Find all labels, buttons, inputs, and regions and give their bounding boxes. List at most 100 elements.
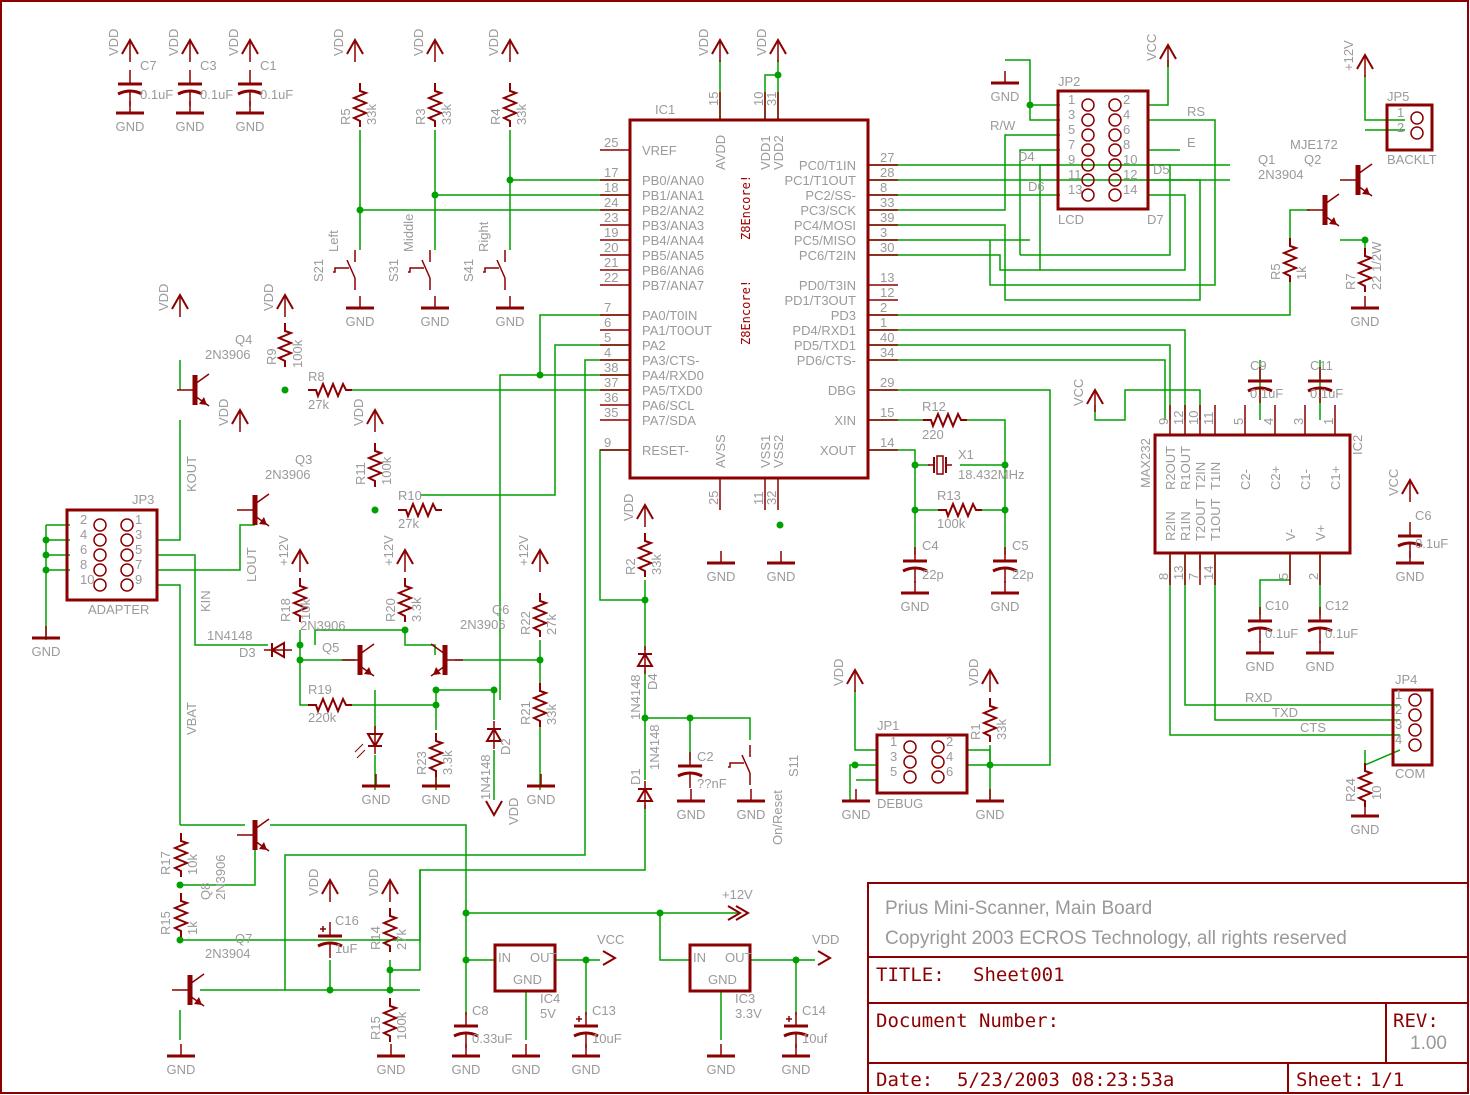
regulator-pin-in: IN <box>498 950 511 965</box>
part-r13-resistor <box>938 501 982 519</box>
part-c9-value: 0.1uF <box>1250 386 1283 401</box>
switch-actuator <box>408 267 424 273</box>
symbols <box>32 37 1434 1058</box>
part-r24-ref: R24 <box>1343 778 1358 802</box>
power-vdd-symbol <box>241 37 259 62</box>
ic2-ref: IC2 <box>1350 435 1365 455</box>
ic1-pin-name: PA5/TXD0 <box>642 383 702 398</box>
wire <box>157 420 181 541</box>
wire <box>436 689 495 720</box>
ic1-pin-name: PD6/CTS- <box>797 353 856 368</box>
ic1-pin-number: 40 <box>880 330 894 345</box>
wire <box>1214 555 1400 721</box>
ground-label: GND <box>991 599 1020 614</box>
wire <box>1020 164 1171 256</box>
net-label-lout: LOUT <box>244 547 259 582</box>
part-r15-value: 1k <box>185 921 200 935</box>
resistor-zigzag <box>396 578 414 622</box>
ground-symbol <box>842 789 870 803</box>
part-r15-ref: R15 <box>158 911 173 935</box>
wire <box>1148 60 1169 106</box>
ic1-pin-number: 20 <box>604 240 618 255</box>
ic2-pin-name: R2OUT <box>1163 446 1178 490</box>
connector-pin-number: 2 <box>80 512 87 527</box>
junction-dot <box>641 714 649 722</box>
connector-pin <box>1108 113 1122 127</box>
connector-pin-number: 1 <box>135 512 142 527</box>
ic1-pin-name: XOUT <box>820 443 856 458</box>
ic1-pin-name: PB5/ANA5 <box>642 248 704 263</box>
ic1-pin-name: PC3/SCK <box>800 203 856 218</box>
resistor-zigzag <box>172 833 190 877</box>
resistor-zigzag <box>938 501 982 519</box>
ic1-pin-number: 38 <box>604 360 618 375</box>
part-c7-ref: C7 <box>140 58 157 73</box>
power-label: VCC <box>1386 469 1401 496</box>
ic2-pin-name: T2IN <box>1193 462 1208 490</box>
ground-symbol <box>572 1044 600 1058</box>
ic1-pin-name: VSS2 <box>771 435 786 468</box>
connector-pin-number: 2 <box>1123 92 1130 107</box>
power-label: +12V <box>276 535 291 566</box>
ground-label: GND <box>901 599 930 614</box>
connector-pin-number: 3 <box>135 527 142 542</box>
ic1-pin-number: 25 <box>706 491 721 505</box>
ic1-pin-number: 35 <box>604 405 618 420</box>
wire <box>868 134 1060 211</box>
part-r21-resistor <box>531 683 549 727</box>
ic1-pin-number: 11 <box>751 492 766 506</box>
junction-dot <box>432 701 440 709</box>
wire <box>1289 209 1310 240</box>
part-r17-ref: R17 <box>158 851 173 875</box>
part-s41-value: Right <box>476 221 491 252</box>
resistor-zigzag <box>1356 763 1374 807</box>
ic1-pin-number: 19 <box>604 225 618 240</box>
part-r18-value: 10k <box>298 599 313 620</box>
switch-actuator <box>483 267 499 273</box>
ic1-pin-name: PB4/ANA4 <box>642 233 704 248</box>
ic1-pin-name: VSS1 <box>758 435 773 468</box>
part-ic3-value: 3.3V <box>735 1006 762 1021</box>
part-c1-ref: C1 <box>260 58 277 73</box>
wire <box>1184 555 1400 706</box>
net-label-d6: D6 <box>1028 179 1045 194</box>
power-vdd-symbol <box>171 292 189 317</box>
ic1-pin-number: 5 <box>604 330 611 345</box>
part-ic4-regulator <box>493 943 557 993</box>
arrow-icon <box>485 800 503 818</box>
wire <box>157 584 181 825</box>
power-12v-symbol <box>531 547 549 572</box>
line <box>356 749 366 759</box>
part-r15-resistor <box>172 893 190 937</box>
emitter-arrow <box>259 517 267 525</box>
resistor-zigzag <box>1356 248 1374 292</box>
part-r10-ref: R10 <box>398 488 422 503</box>
connector-jp4-value: COM <box>1395 766 1425 781</box>
ic1-pin-name: PA4/RXD0 <box>642 368 704 383</box>
connector-pin-number: 6 <box>946 764 953 779</box>
part-r2-ref: R2 <box>623 558 638 575</box>
junction-dot <box>776 521 784 529</box>
wire <box>868 359 1166 420</box>
wire <box>868 449 930 466</box>
ic1-pin-name: PB7/ANA7 <box>642 278 704 293</box>
power-label: VDD <box>106 29 121 56</box>
ic1-pin-number: 31 <box>764 92 779 106</box>
part-q3-value: 2N3906 <box>265 467 311 482</box>
ic1-pin-number: 12 <box>880 285 894 300</box>
power-vdd-symbol <box>711 37 729 62</box>
ground-symbol <box>377 1044 405 1058</box>
power-vdd-symbol <box>321 877 339 902</box>
connector-pin <box>1408 693 1422 707</box>
part-r18-ref: R18 <box>278 598 293 622</box>
ground-symbol <box>1246 641 1274 655</box>
ground-label: GND <box>452 1062 481 1077</box>
part-r21-value: 33k <box>544 704 559 725</box>
ic2-pin-name: C2+ <box>1268 466 1283 490</box>
connector-jp2-ref: JP2 <box>1058 74 1080 89</box>
wire <box>1340 239 1366 250</box>
part-d4-value: 1N4148 <box>628 674 643 720</box>
part-r2-value: 33k <box>649 554 664 575</box>
line <box>1324 193 1340 205</box>
ground-label: GND <box>767 569 796 584</box>
